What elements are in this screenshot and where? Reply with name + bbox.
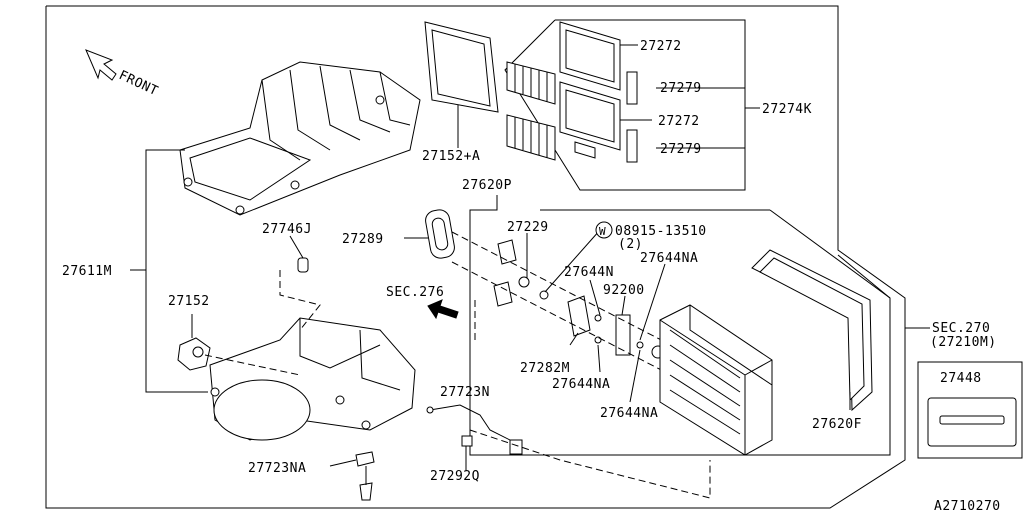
label-27152A: 27152+A: [422, 149, 480, 164]
dash-27746J: [279, 270, 321, 331]
filter-group-box: [504, 19, 746, 191]
filter-element-top: [506, 61, 556, 105]
leader-27723NA: [329, 459, 357, 467]
label-27723N: 27723N: [440, 385, 490, 400]
outer-frame: [45, 5, 906, 509]
dash-pipe-axis: [451, 231, 701, 361]
washer-mark-icon: [595, 221, 613, 239]
label-27272-top: 27272: [640, 39, 682, 54]
label-sec270-sub: (27210M): [930, 335, 997, 350]
label-27152: 27152: [168, 294, 210, 309]
lower-case-part: [209, 317, 416, 441]
label-sec276: SEC.276: [386, 285, 444, 300]
label-27644NA-top: 27644NA: [640, 251, 698, 266]
dash-pipe-axis-2: [451, 261, 701, 391]
evaporator-core-part: [659, 304, 773, 456]
label-27620F: 27620F: [812, 417, 862, 432]
washer-mark-letter: W: [599, 225, 606, 238]
diagram-id: A2710270: [934, 499, 1001, 512]
seal-27289: [425, 209, 455, 259]
front-label: FRONT: [116, 68, 160, 99]
label-27611M: 27611M: [62, 264, 112, 279]
label-plate-icon: [927, 397, 1017, 447]
label-27644N: 27644N: [564, 265, 614, 280]
label-27229: 27229: [507, 220, 549, 235]
clip-27723NA: [355, 451, 375, 501]
dash-harness: [469, 429, 711, 499]
label-08915: 08915-13510: [615, 224, 707, 239]
label-27279-top: 27279: [660, 81, 702, 96]
label-box-27448: [917, 361, 1023, 459]
label-27644NA-bot: 27644NA: [600, 406, 658, 421]
label-27279-mid: 27279: [660, 142, 702, 157]
leader-27282M: [569, 332, 579, 346]
clip-27279-top: [626, 71, 638, 105]
label-92200: 92200: [603, 283, 645, 298]
filter-element-bottom: [506, 114, 556, 161]
filter-frame-part: [424, 21, 499, 113]
label-27282M: 27282M: [520, 361, 570, 376]
label-27746J: 27746J: [262, 222, 312, 237]
label-27292Q: 27292Q: [430, 469, 480, 484]
label-27448: 27448: [940, 371, 982, 386]
label-08915-qty: (2): [618, 237, 643, 252]
sec276-arrow-icon: [427, 299, 459, 320]
clip-27279-mid: [626, 129, 638, 163]
dash-27152: [204, 354, 301, 376]
filter-holder-mid: [559, 81, 621, 151]
filter-holder-top: [559, 21, 621, 91]
bracket-27611M: [145, 149, 208, 393]
label-27644NA-mid: 27644NA: [552, 377, 610, 392]
label-27272-mid: 27272: [658, 114, 700, 129]
label-27274K: 27274K: [762, 102, 812, 117]
evap-box-diag: [769, 209, 891, 299]
label-sec270: SEC.270: [932, 321, 990, 336]
leader-27746J: [289, 235, 304, 259]
leader-08915: [544, 229, 601, 293]
upper-case-part: [179, 61, 421, 216]
leader-27644NA-top: [639, 263, 666, 341]
label-27723NA: 27723NA: [248, 461, 306, 476]
part-27152: [177, 337, 211, 371]
label-27289: 27289: [342, 232, 384, 247]
small-clip-part: [574, 141, 596, 159]
harness-27723N: [426, 404, 523, 455]
label-27620P: 27620P: [462, 178, 512, 193]
grommet-27746J: [297, 257, 309, 273]
valve-assembly: [493, 239, 665, 359]
leader-27644NA-bot: [629, 349, 641, 403]
seal-frame-27620F: [751, 249, 873, 412]
leader-27644NA-mid: [597, 344, 601, 373]
leader-27644N: [589, 279, 601, 316]
leader-92200: [621, 295, 626, 316]
front-arrow-icon: [85, 49, 117, 81]
